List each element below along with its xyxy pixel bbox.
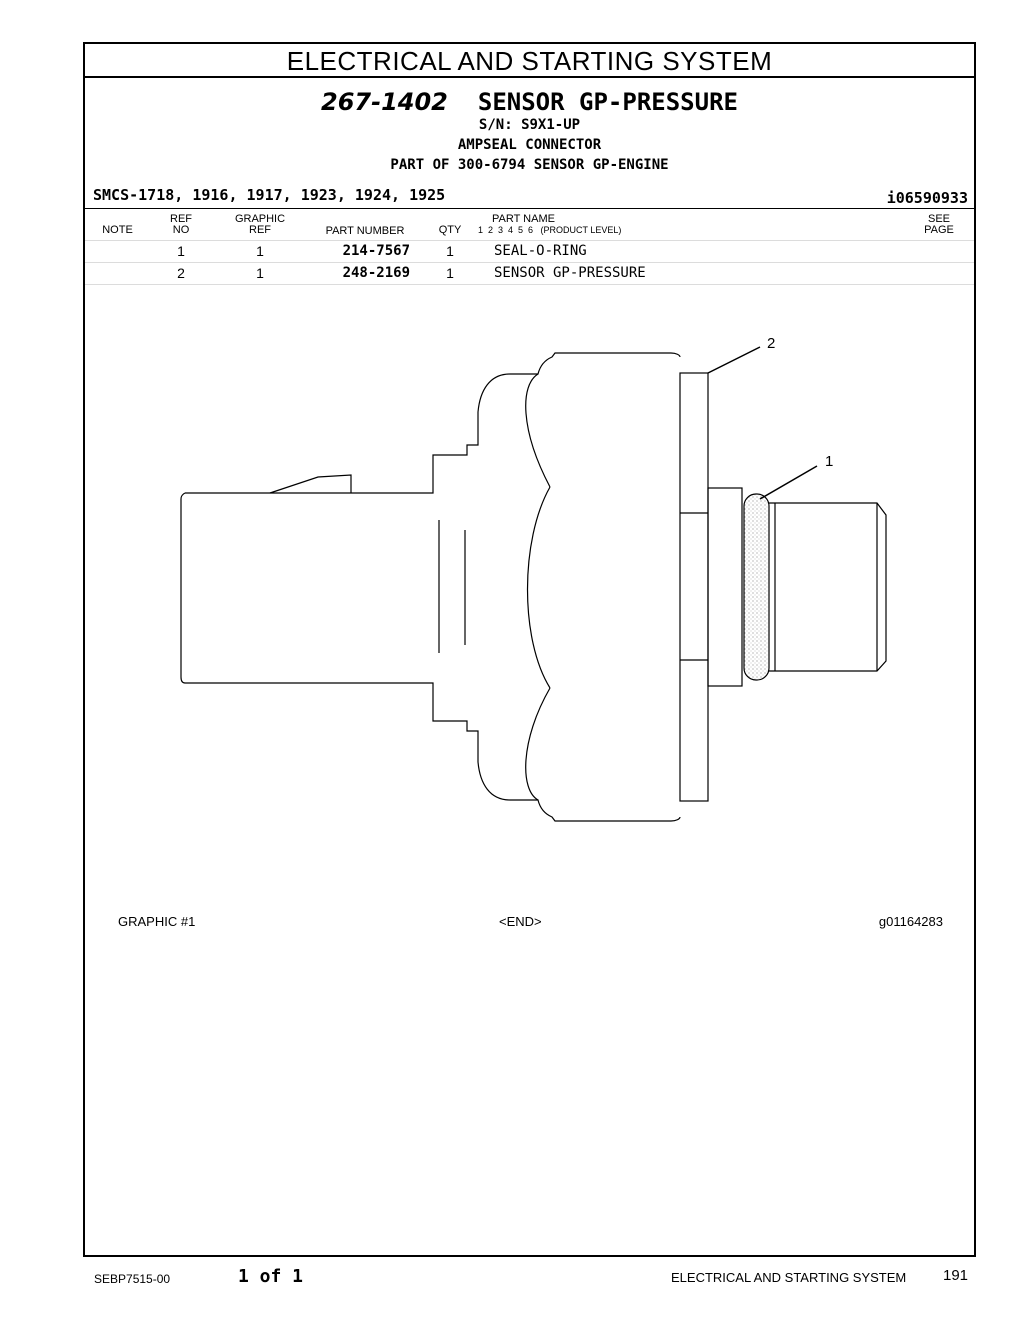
row-part-name: SEAL-O-RING: [494, 243, 587, 259]
smcs-row: SMCS-1718, 1916, 1917, 1923, 1924, 1925 …: [85, 184, 974, 209]
footer-page-number: 191: [943, 1267, 969, 1284]
header-see-bottom: PAGE: [924, 224, 954, 236]
footer-section: ELECTRICAL AND STARTING SYSTEM: [671, 1270, 907, 1285]
header-part-name: PART NAME: [492, 213, 555, 225]
header-part-number: PART NUMBER: [325, 225, 405, 237]
row-part-number: 248-2169: [342, 265, 410, 281]
row-ref: 1: [177, 243, 185, 259]
table-header: NOTE REF NO GRAPHIC REF PART NUMBER QTY …: [85, 210, 974, 241]
row-part-name: SENSOR GP-PRESSURE: [494, 265, 646, 281]
callout-1-leader: [759, 465, 818, 500]
table-row: 1 1 214-7567 1 SEAL-O-RING: [85, 241, 974, 263]
part-of-note: PART OF 300-6794 SENSOR GP-ENGINE: [390, 157, 669, 173]
row-part-number: 214-7567: [342, 243, 410, 259]
sensor-port: [768, 502, 887, 672]
table-row: 2 1 248-2169 1 SENSOR GP-PRESSURE: [85, 263, 974, 285]
graphic-caption-left: GRAPHIC #1: [118, 914, 196, 929]
smcs-codes: SMCS-1718, 1916, 1917, 1923, 1924, 1925: [93, 186, 446, 204]
row-qty: 1: [446, 265, 454, 281]
header-ref-bottom: NO: [172, 224, 190, 236]
connector-note: AMPSEAL CONNECTOR: [457, 137, 602, 153]
connector-housing: [185, 352, 681, 494]
part-number-title: 267-1402: [321, 88, 448, 116]
o-ring: [743, 493, 770, 681]
header-note: NOTE: [102, 224, 133, 236]
section-title: ELECTRICAL AND STARTING SYSTEM: [85, 44, 974, 78]
part-name-title: SENSOR GP-PRESSURE: [477, 88, 738, 116]
graphic-caption-center: <END>: [499, 914, 542, 929]
callout-2: 2: [767, 335, 775, 352]
row-graphic-ref: 1: [256, 243, 264, 259]
footer-page-of: 1 of 1: [238, 1266, 304, 1287]
row-graphic-ref: 1: [256, 265, 264, 281]
header-qty: QTY: [438, 224, 462, 236]
parts-table: NOTE REF NO GRAPHIC REF PART NUMBER QTY …: [85, 210, 974, 285]
row-ref: 2: [177, 265, 185, 281]
connector-latch: [269, 474, 352, 494]
header-ref-top: REF: [170, 213, 192, 225]
serial-range: S/N: S9X1-UP: [478, 117, 581, 133]
header-see-top: SEE: [927, 213, 950, 225]
illustration-id: i06590933: [886, 189, 968, 207]
graphic-caption-right: g01164283: [878, 914, 943, 929]
callout-2-leader: [707, 346, 761, 374]
row-qty: 1: [446, 243, 454, 259]
footer-doc-number: SEBP7515-00: [94, 1272, 171, 1286]
callout-1: 1: [825, 453, 833, 470]
header-graphic-bottom: REF: [249, 224, 271, 236]
connector-housing-lower: [185, 682, 681, 822]
header-product-level: 1 2 3 4 5 6 (PRODUCT LEVEL): [478, 225, 622, 235]
header-graphic-top: GRAPHIC: [234, 213, 286, 225]
